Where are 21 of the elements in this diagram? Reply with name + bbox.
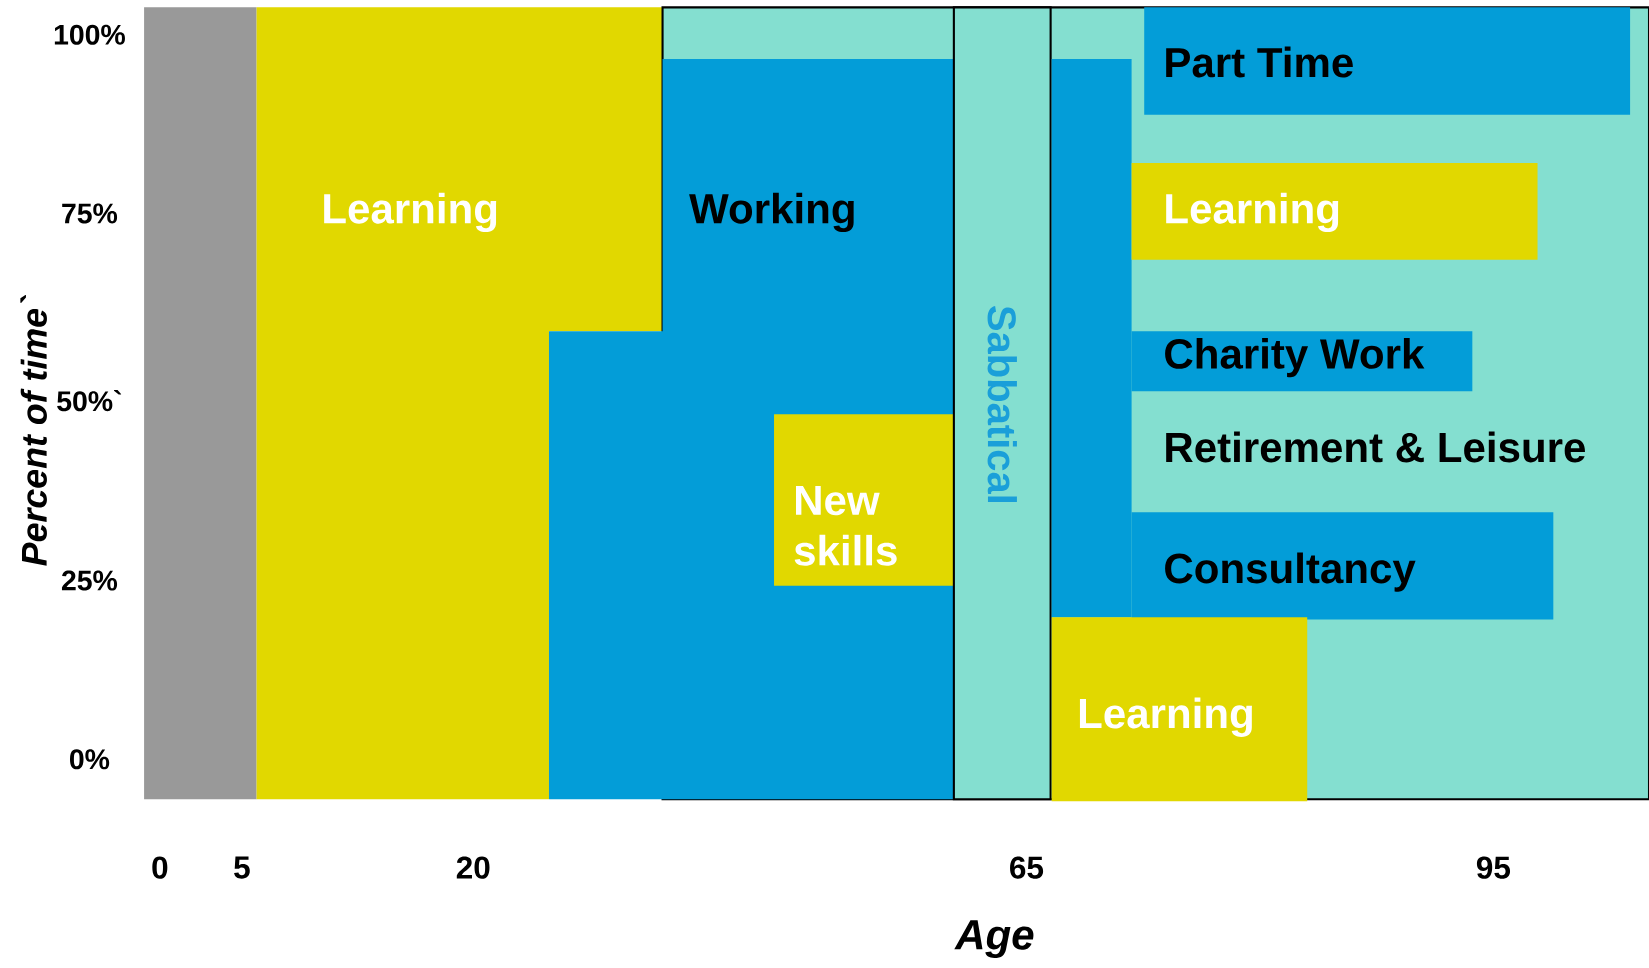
tick-label: 20 — [456, 856, 490, 880]
learning-region: Learning — [1131, 163, 1538, 260]
childhood-region — [144, 7, 257, 800]
activity-region: Part Time — [1144, 7, 1631, 115]
leisure-region: Sabbatical — [952, 6, 1052, 801]
tick-label: 0% — [70, 749, 110, 770]
tick-label: 25% — [61, 570, 118, 591]
axis-title: Percent of time` — [20, 295, 47, 566]
learning-region: Learning — [1051, 617, 1308, 802]
tick-label: 5 — [234, 856, 250, 879]
node-label: Consultancy — [1165, 552, 1416, 592]
learning-region: Learning — [256, 7, 663, 800]
tick-label: 0 — [152, 856, 168, 880]
node-label: Charity Work — [1165, 338, 1425, 378]
activity-region: Consultancy — [1131, 512, 1554, 620]
learning-region: New skills — [774, 414, 954, 586]
tick-label: 75% — [62, 203, 118, 224]
activity-region: Charity Work — [1131, 331, 1473, 392]
tick-label: 65 — [1010, 856, 1044, 880]
axis-title: Age — [954, 920, 1034, 959]
tick-label: 95 — [1476, 856, 1511, 880]
